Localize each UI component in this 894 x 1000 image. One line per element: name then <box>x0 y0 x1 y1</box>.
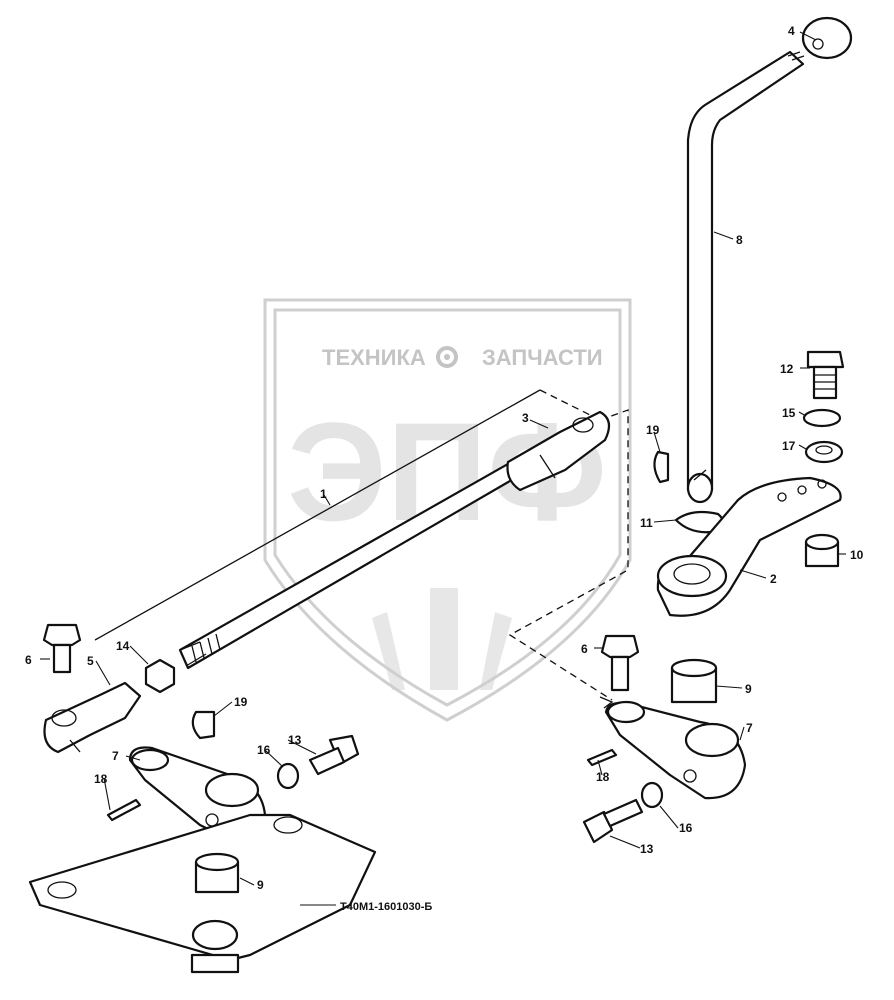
bushing-9-left <box>194 852 240 894</box>
clevis-5 <box>43 681 142 754</box>
woodruff-key-19-bottom <box>191 710 216 740</box>
assembly-lines <box>94 389 629 709</box>
callout-15: 15 <box>782 406 796 420</box>
callout-19-bottom: 19 <box>234 695 248 709</box>
cotter-pin-18-right <box>586 748 618 767</box>
callout-16-right: 16 <box>679 821 693 835</box>
woodruff-key-19-top <box>653 450 670 484</box>
callout-10: 10 <box>850 548 864 562</box>
clevis-pin-6-left <box>42 623 82 674</box>
lever-7-left <box>128 746 267 842</box>
watermark-brand-right: ЗАПЧАСТИ <box>482 345 603 370</box>
callout-16-left: 16 <box>257 743 271 757</box>
callout-18-left: 18 <box>94 772 108 786</box>
watermark-gear-icon <box>436 346 458 368</box>
lever-arm-2 <box>656 476 842 617</box>
callout-9-right: 9 <box>745 682 752 696</box>
lever-knob <box>801 16 853 60</box>
callout-6-right: 6 <box>581 642 588 656</box>
callout-17: 17 <box>782 439 796 453</box>
bushing-10 <box>804 533 840 568</box>
callout-13-right: 13 <box>640 842 654 856</box>
bolt-13-right <box>582 798 644 844</box>
callout-4: 4 <box>788 24 795 38</box>
callout-3: 3 <box>522 411 529 425</box>
callout-12: 12 <box>780 362 794 376</box>
lever-7-right <box>604 700 747 800</box>
callout-6-left: 6 <box>25 653 32 667</box>
callout-18-right: 18 <box>596 770 610 784</box>
yoke-3 <box>506 410 611 492</box>
callout-5: 5 <box>87 654 94 668</box>
bolt-12 <box>806 350 845 400</box>
callout-8: 8 <box>736 233 743 247</box>
callout-1: 1 <box>320 487 327 501</box>
spring-washer-16-left <box>276 762 300 790</box>
bolt-13-left <box>308 734 360 776</box>
bushing-9-right <box>670 658 718 704</box>
gear-lever <box>686 50 805 504</box>
callout-14: 14 <box>116 639 130 653</box>
base-plate <box>28 813 377 974</box>
callout-9-left: 9 <box>257 878 264 892</box>
washer-17 <box>804 440 844 464</box>
leader-lines <box>40 31 846 906</box>
drawing-code: Т40М1-1601030-Б <box>340 901 432 913</box>
watermark-brand-left: ТЕХНИКА <box>322 345 426 370</box>
watermark-wheat-icon <box>372 588 512 690</box>
spring-washer-16-right <box>640 781 664 809</box>
callout-2: 2 <box>770 572 777 586</box>
clevis-pin-6-right <box>600 634 640 692</box>
cotter-pin-18-left <box>106 798 142 822</box>
spring-washer-15 <box>802 408 842 428</box>
nut-14 <box>144 658 176 694</box>
callout-7-left: 7 <box>112 749 119 763</box>
callout-11: 11 <box>640 516 653 530</box>
callout-7-right: 7 <box>746 721 753 735</box>
callout-13-left: 13 <box>288 733 302 747</box>
callout-19-top: 19 <box>646 423 660 437</box>
callouts: 4 8 12 15 17 1 3 19 11 10 2 6 5 14 19 16… <box>25 24 864 892</box>
